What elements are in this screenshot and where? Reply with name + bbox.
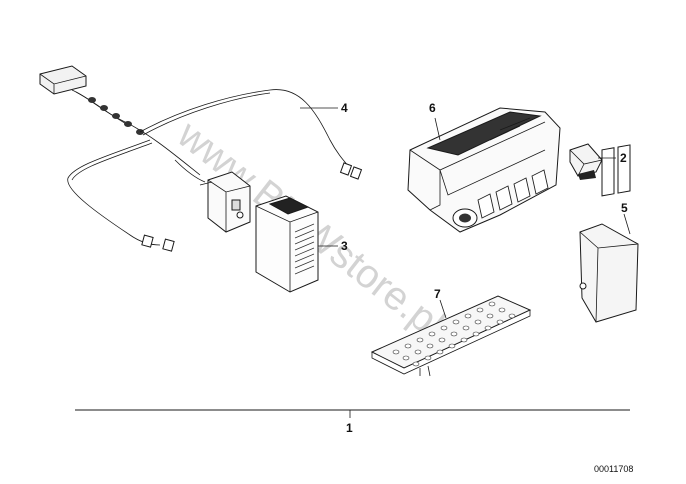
relay-module [199,171,251,233]
control-unit [255,195,319,293]
console-housing [407,107,561,233]
callout-2: 2 [620,151,627,165]
harness-connector [39,65,87,95]
leader-lines [300,107,631,319]
callout-5: 5 [621,201,628,215]
switch-frame [579,144,639,323]
callout-7: 7 [434,287,441,301]
callout-1: 1 [346,421,353,435]
callout-4: 4 [341,101,348,115]
reference-number: 00011708 [594,464,633,474]
wiring-harness [39,65,363,252]
tray-mat [370,295,532,377]
callout-3: 3 [341,239,348,253]
callout-6: 6 [429,101,436,115]
small-cover [569,143,603,180]
